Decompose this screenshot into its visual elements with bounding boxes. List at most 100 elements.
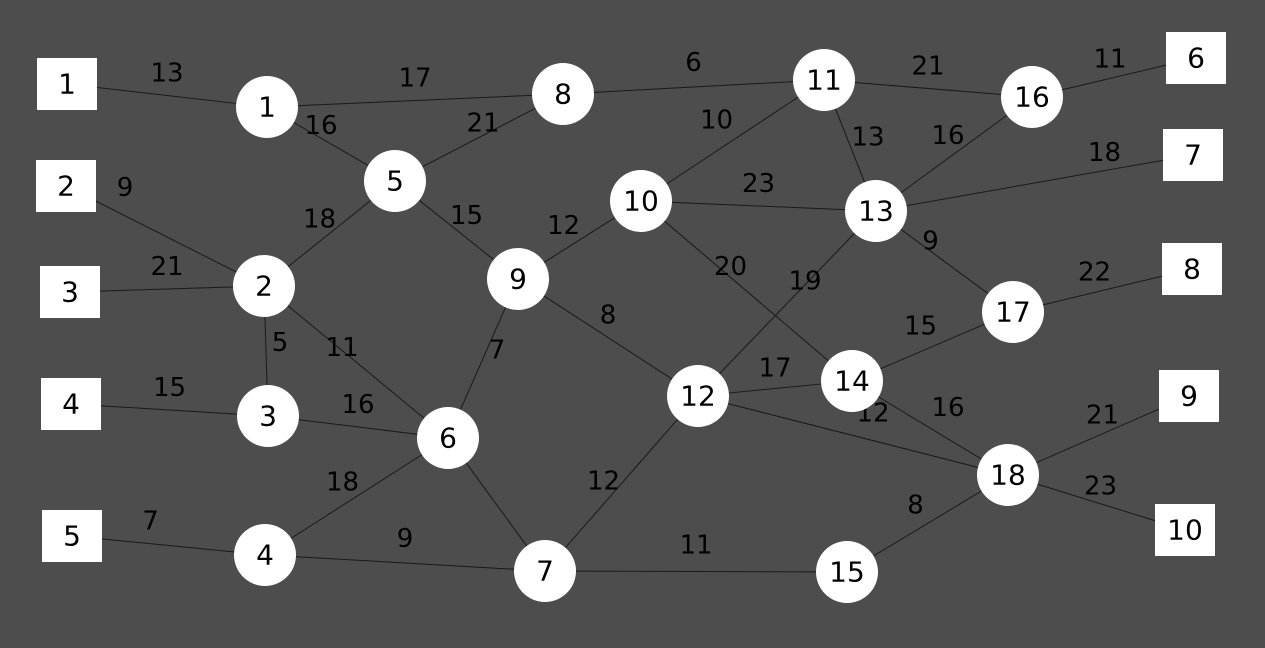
edge-weight-label: 23	[742, 169, 775, 199]
edge-line	[573, 570, 819, 573]
edge-line	[417, 198, 496, 262]
node-shape	[487, 248, 549, 310]
edge-c9-c10: 12	[542, 211, 617, 264]
edge-c12-c13: 19	[717, 231, 857, 376]
edge-c3-c6: 16	[296, 390, 420, 435]
edge-c10-c14: 20	[662, 219, 831, 363]
edge-c16-s6: 11	[1060, 45, 1169, 91]
circle-node-8: 8	[532, 63, 594, 125]
edge-line	[899, 113, 1009, 195]
node-label: 2	[57, 170, 75, 203]
edge-c1-c5: 16	[291, 111, 371, 167]
edge-line	[725, 402, 981, 469]
node-shape	[364, 150, 426, 212]
edge-s3-c2: 21	[97, 252, 236, 292]
circle-node-3: 3	[237, 385, 299, 447]
node-shape	[417, 407, 479, 469]
node-label: 5	[63, 520, 81, 553]
edge-c11-c13: 13	[834, 106, 885, 185]
edge-c5-c8: 21	[420, 106, 538, 169]
square-node-5: 5	[42, 510, 102, 562]
edge-weight-label: 22	[1078, 258, 1111, 288]
edge-line	[669, 201, 848, 211]
edge-line	[591, 81, 796, 93]
edge-line	[542, 216, 617, 264]
node-shape	[982, 281, 1044, 343]
edge-weight-label: 19	[788, 267, 821, 297]
edge-line	[94, 86, 239, 105]
square-node-1: 1	[37, 58, 97, 110]
node-shape	[1166, 32, 1226, 84]
node-label: 18	[990, 459, 1026, 492]
edge-c10-c11: 10	[664, 95, 801, 186]
node-label: 8	[554, 78, 572, 111]
edge-line	[295, 94, 535, 107]
edge-line	[293, 556, 517, 570]
node-label: 6	[1187, 42, 1205, 75]
edge-weight-label: 17	[758, 354, 791, 384]
edge-line	[878, 322, 987, 371]
node-label: 6	[439, 422, 457, 455]
edge-c7-c15: 11	[573, 531, 819, 573]
circle-node-10: 10	[610, 170, 672, 232]
node-label: 7	[536, 555, 554, 588]
edge-line	[286, 198, 373, 269]
edge-c13-c17: 9	[899, 227, 990, 296]
node-label: 7	[1184, 139, 1202, 172]
node-label: 10	[623, 185, 659, 218]
circle-node-17: 17	[982, 281, 1044, 343]
node-label: 11	[806, 64, 842, 97]
node-shape	[37, 58, 97, 110]
node-shape	[667, 365, 729, 427]
edge-line	[459, 305, 507, 412]
node-label: 3	[61, 276, 79, 309]
edge-line	[289, 453, 424, 540]
circle-node-16: 16	[1001, 66, 1063, 128]
edge-line	[852, 81, 1004, 96]
edge-weight-label: 16	[304, 111, 337, 141]
edge-s2-c2: 9	[93, 173, 239, 274]
edge-c8-c11: 6	[591, 48, 796, 93]
node-shape	[977, 444, 1039, 506]
node-shape	[821, 350, 883, 412]
edge-weight-label: 11	[679, 531, 712, 561]
node-label: 2	[255, 270, 273, 303]
circle-node-5: 5	[364, 150, 426, 212]
edge-c6-c9: 7	[459, 305, 507, 412]
edge-s1-c1: 13	[94, 59, 239, 105]
edge-c4-c6: 18	[289, 453, 424, 540]
edge-weight-label: 11	[325, 333, 358, 363]
edge-line	[1041, 275, 1165, 306]
edge-c17-s8: 22	[1041, 258, 1165, 306]
edge-line	[97, 286, 236, 292]
edge-line	[296, 419, 420, 435]
node-shape	[1159, 370, 1219, 422]
edge-line	[871, 489, 984, 558]
edge-line	[1034, 407, 1162, 464]
edge-c13-c16: 16	[899, 113, 1009, 195]
edge-line	[664, 95, 801, 186]
circle-node-6: 6	[417, 407, 479, 469]
edge-c10-c13: 23	[669, 169, 848, 211]
edge-weight-label: 20	[714, 252, 747, 282]
circle-node-13: 13	[845, 180, 907, 242]
edge-weight-label: 18	[1088, 138, 1121, 168]
node-shape	[1155, 504, 1215, 556]
edge-line	[726, 383, 824, 394]
edge-line	[420, 106, 538, 169]
edge-line	[899, 227, 990, 296]
edge-weight-label: 21	[911, 52, 944, 82]
edge-c4-c7: 9	[293, 524, 517, 570]
edge-weight-label: 15	[153, 373, 186, 403]
edge-c2-c5: 18	[286, 198, 373, 269]
edge-line	[291, 121, 371, 167]
edge-c2-c3: 5	[264, 314, 288, 388]
edge-weight-label: 12	[587, 467, 620, 497]
edge-weight-label: 15	[450, 201, 483, 231]
node-shape	[793, 49, 855, 111]
circle-node-4: 4	[234, 524, 296, 586]
edge-weight-label: 9	[117, 173, 134, 203]
edge-c15-c18: 8	[871, 489, 984, 558]
